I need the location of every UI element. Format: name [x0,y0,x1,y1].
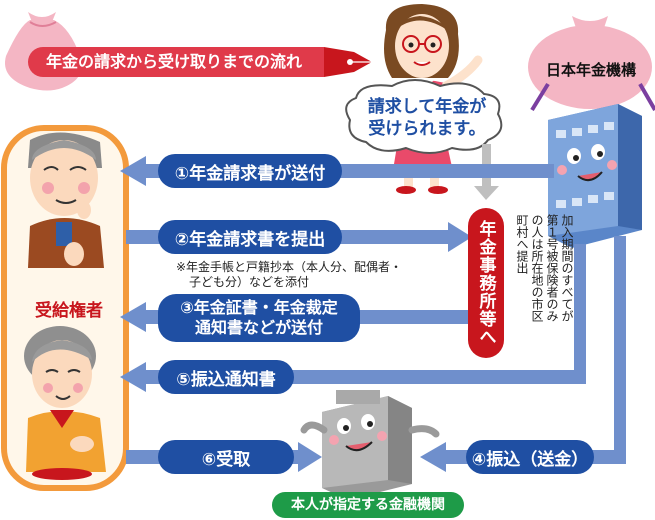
pension-org-cloud [528,25,652,109]
step-2-pill: ②年金請求書を提出 [158,220,342,254]
insured-note-col-3: の人は所在地の市区 [530,214,544,322]
bank-building-icon [300,390,440,500]
recipient-label: 受給権者 [35,301,103,321]
step-4-pill: ④振込（送金） [466,440,594,474]
pension-building-icon [548,104,642,248]
pen-nib-icon [324,47,372,77]
pension-office-label: 年金事務所等へ [468,208,504,358]
speech-text: 請求して年金が 受けられます。 [362,96,492,140]
attachment-note-line-2: 子ども分）などを添付 [189,275,310,289]
insured-note-col-1: 加入期間のすべてが [560,214,574,322]
elderly-woman-figure [24,326,106,480]
pension-org-label: 日本年金機構 [545,61,636,79]
step-3-line-1: ③年金証書・年金裁定 [180,298,338,317]
step-3-line-2: 通知書などが送付 [194,318,323,337]
speech-line-1: 請求して年金が [367,97,487,117]
elderly-man-figure [28,132,104,268]
insured-note-col-4: 町村へ提出 [515,214,529,274]
step-5-pill: ⑤振込通知書 [158,360,294,394]
step-6-pill: ⑥受取 [158,440,294,474]
insured-note: 加入期間のすべてが 第１号被保険者のみ の人は所在地の市区 町村へ提出 [510,214,574,364]
bank-label: 本人が指定する金融機関 [272,492,464,518]
flow-title: 年金の請求から受け取りまでの流れ [28,47,324,77]
attachment-note-line-1: ※年金手帳と戸籍抄本（本人分、配偶者・ [176,260,403,274]
step-3-pill: ③年金証書・年金裁定 通知書などが送付 [158,294,360,342]
speech-line-2: 受けられます。 [368,119,486,139]
speech-cloud [345,79,503,154]
attachment-note: ※年金手帳と戸籍抄本（本人分、配偶者・ 子ども分）などを添付 [176,260,426,290]
recipient-frame [1,125,129,491]
insured-note-col-2: 第１号被保険者のみ [545,214,559,322]
step-1-pill: ①年金請求書が送付 [158,154,342,188]
